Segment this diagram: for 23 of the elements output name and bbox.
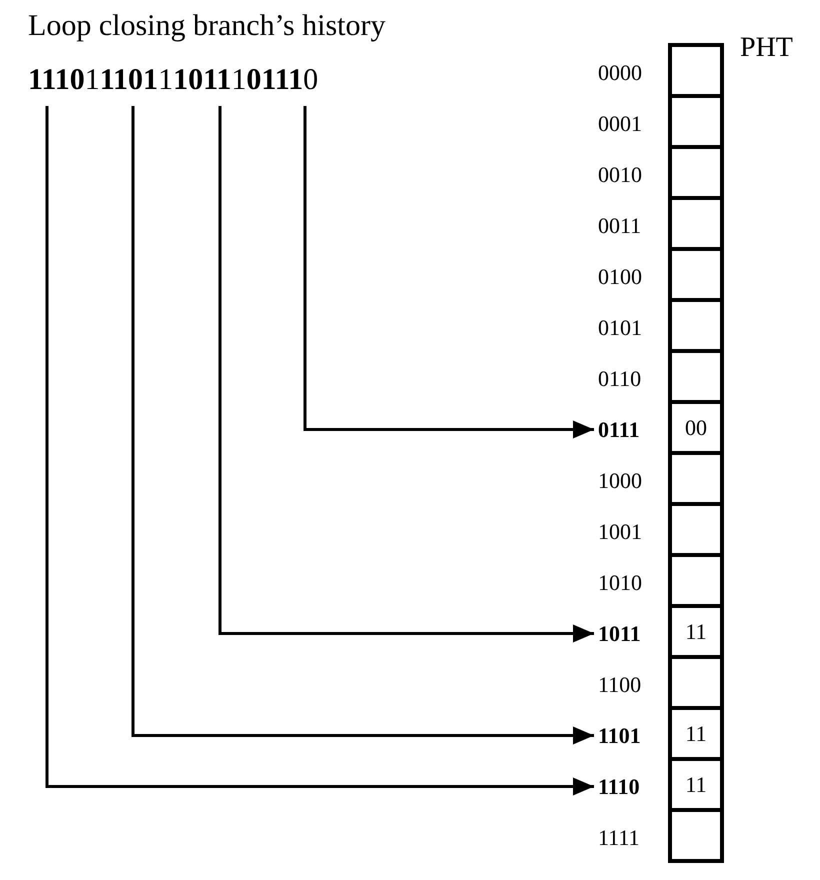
index-label: 0001: [598, 108, 642, 138]
table-heading: PHT: [740, 31, 793, 65]
index-label: 1010: [598, 568, 642, 598]
index-label: 1011: [598, 618, 641, 648]
index-label: 0101: [598, 312, 642, 342]
diagram-title: Loop closing branch’s history: [28, 8, 386, 44]
index-label: 0010: [598, 160, 642, 190]
index-label: 1100: [598, 670, 642, 700]
history-bits: 11101110111011101110: [28, 60, 318, 106]
index-label: 1111: [598, 822, 640, 852]
index-label: 0111: [598, 414, 640, 444]
index-label: 0110: [598, 364, 642, 394]
arrow: [46, 106, 594, 796]
index-label: 1000: [598, 466, 642, 496]
index-label: 0011: [598, 210, 642, 240]
index-label: 0100: [598, 262, 642, 292]
index-label: 1101: [598, 720, 641, 750]
arrow: [132, 106, 594, 744]
index-label: 0000: [598, 58, 642, 88]
arrow: [218, 106, 594, 642]
arrow: [304, 106, 594, 438]
index-label: 1110: [598, 772, 640, 802]
index-label: 1001: [598, 516, 642, 546]
